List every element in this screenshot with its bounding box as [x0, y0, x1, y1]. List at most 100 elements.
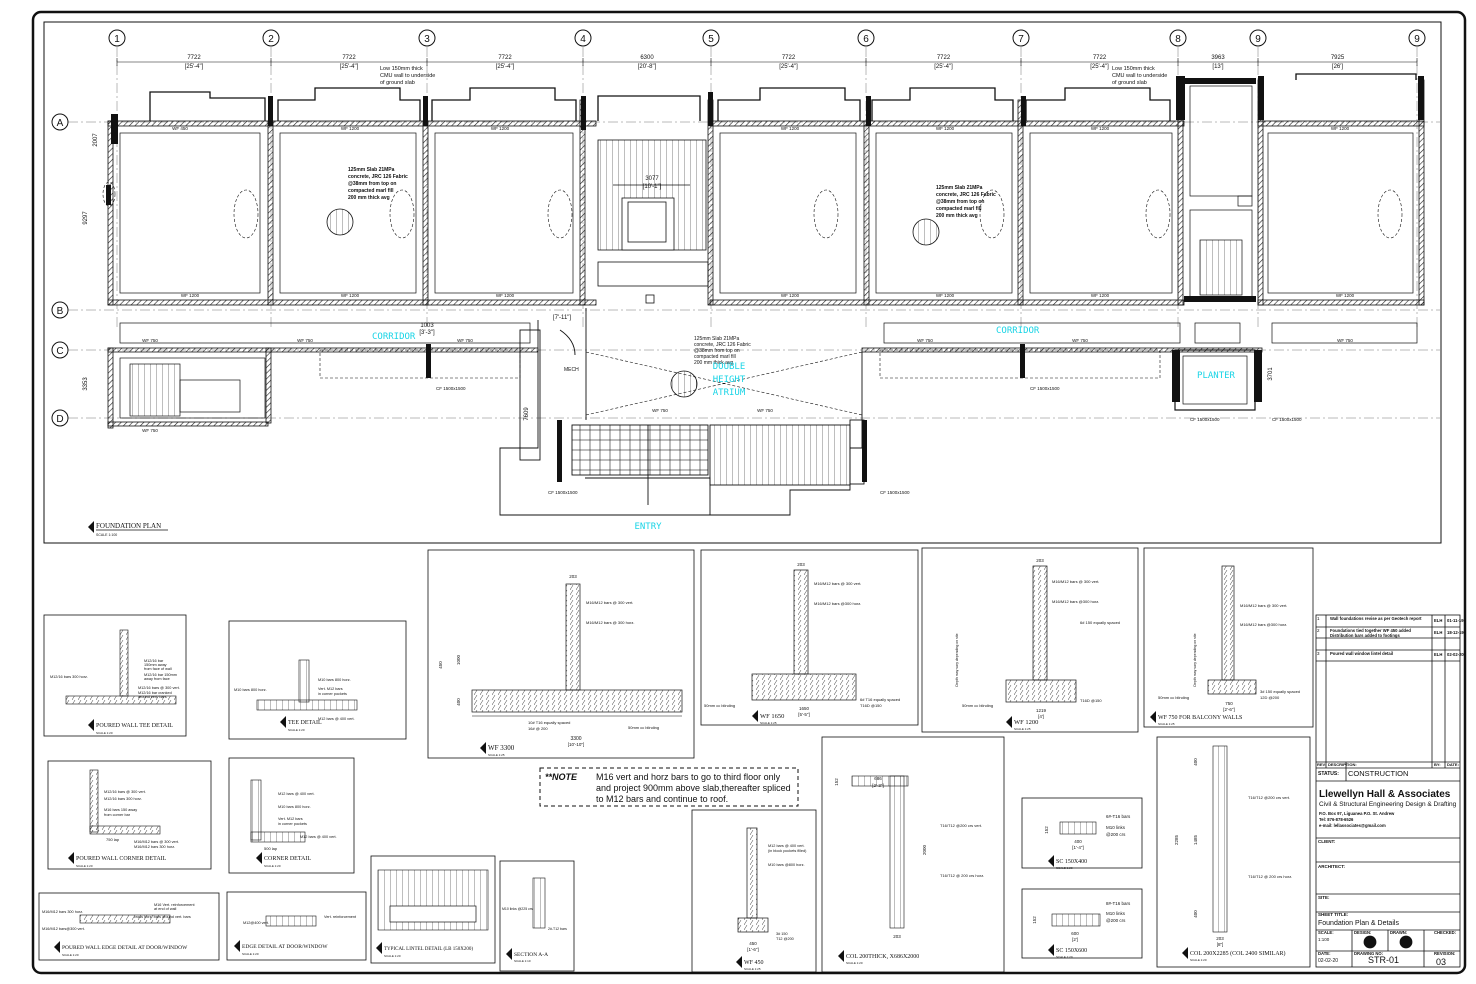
- svg-text:M12/16 bars @ 300 vert.: M12/16 bars @ 300 vert.: [104, 790, 146, 794]
- rev-by: ELH: [1434, 652, 1443, 657]
- dim-left-a: 2007: [93, 133, 99, 147]
- svg-text:400: 400: [1074, 839, 1082, 844]
- wf-label: WF 750: [757, 408, 773, 413]
- span-dim-ft: [25'-4"]: [185, 64, 204, 70]
- svg-text:WF 1650: WF 1650: [760, 713, 784, 720]
- svg-text:M16/M12 bars @300 horz.: M16/M12 bars @300 horz.: [1240, 622, 1287, 627]
- client-label: CLIENT:: [1318, 839, 1336, 844]
- plan-title-text: FOUNDATION PLAN: [96, 522, 161, 530]
- corridor-label-left: CORRIDOR: [372, 332, 416, 342]
- svg-text:Vert. M12 bars: Vert. M12 bars: [318, 687, 343, 691]
- svg-text:T16/T12 @200 crs vert.: T16/T12 @200 crs vert.: [940, 823, 982, 828]
- drawing-no: STR-01: [1368, 955, 1400, 965]
- rev-desc: Foundations tied together WF 450 added D…: [1330, 628, 1411, 638]
- rev-desc: Poured wall window lintel detail: [1330, 651, 1394, 656]
- detail-col-200x2285: T16/T12 @200 crs vert.T16/T12 @ 200 crs …: [1156, 736, 1311, 968]
- span-dim-ft: [25'-4"]: [1090, 64, 1109, 70]
- dim-left-b: 9297: [83, 211, 89, 225]
- wf-label: WF 1200: [491, 126, 510, 131]
- grid-bubble-row: [51, 113, 69, 131]
- firm-subtitle: Civil & Structural Engineering Design & …: [1319, 801, 1457, 808]
- svg-text:cross horz. bars around vert.: cross horz. bars around vert. bars: [134, 915, 191, 919]
- wf-label: WF 1200: [781, 293, 800, 298]
- svg-text:T16/T12 @200 crs vert.: T16/T12 @200 crs vert.: [1248, 795, 1290, 800]
- sheet-border: [31, 10, 1467, 975]
- detail-wf750: M16/M12 bars @ 300 vert.M16/M12 bars @30…: [1143, 547, 1314, 728]
- span-dim-mm: 7722: [187, 55, 201, 61]
- firm-email: e-mail: lellassociates@gmail.com: [1319, 823, 1386, 828]
- svg-text:M10 links: M10 links: [1106, 825, 1126, 830]
- wf-label: WF 1200: [341, 126, 360, 131]
- svg-text:M10 bars 800 horz.: M10 bars 800 horz.: [318, 678, 351, 682]
- grid-bubble-row: [51, 301, 69, 319]
- span-dim-mm: 3963: [1211, 55, 1225, 61]
- dim-atrium: 7609: [524, 407, 530, 421]
- span-dim-mm: 7722: [498, 55, 512, 61]
- svg-text:@200 crs: @200 crs: [1106, 918, 1126, 923]
- svg-text:SCALE 1:20: SCALE 1:20: [384, 954, 401, 958]
- svg-text:203: 203: [569, 574, 577, 579]
- plan-frame: [43, 21, 1442, 544]
- svg-text:152: 152: [1044, 826, 1049, 834]
- svg-text:1485: 1485: [1193, 834, 1198, 845]
- svg-text:203: 203: [1036, 558, 1044, 563]
- cf-label: CF 1500x1500: [1030, 386, 1060, 391]
- svg-text:12D @200: 12D @200: [1260, 695, 1280, 700]
- svg-text:SCALE 1:25: SCALE 1:25: [488, 753, 505, 757]
- svg-text:M16/M12 bars @ 300 vert.: M16/M12 bars @ 300 vert.: [814, 581, 861, 586]
- span-dim-mm: 7722: [342, 55, 356, 61]
- note-label: **NOTE: [545, 772, 578, 782]
- svg-text:POURED WALL CORNER DETAIL: POURED WALL CORNER DETAIL: [76, 856, 167, 862]
- rev-date: 02-02-20: [1447, 652, 1464, 657]
- design-label: DESIGN:: [1354, 930, 1372, 935]
- span-dim-ft: [20'-8"]: [638, 64, 657, 70]
- svg-text:152: 152: [834, 778, 839, 786]
- span-dim-ft: [25'-4"]: [779, 64, 798, 70]
- svg-text:SCALE 1:20: SCALE 1:20: [1190, 958, 1207, 962]
- svg-text:T16/T12 @ 200 crs horz.: T16/T12 @ 200 crs horz.: [940, 873, 984, 878]
- svg-text:around vert. bars: around vert. bars: [138, 695, 167, 699]
- svg-text:M10 links @225 crs: M10 links @225 crs: [502, 907, 533, 911]
- rev-no: 1: [1317, 616, 1320, 621]
- svg-text:M16/M12 bars@300 vert.: M16/M12 bars@300 vert.: [42, 927, 85, 931]
- svg-text:Vert. M12 bars: Vert. M12 bars: [278, 817, 303, 821]
- corridor-label-right: CORRIDOR: [996, 326, 1040, 336]
- svg-text:203: 203: [1216, 936, 1224, 941]
- span-dim-mm: 7722: [937, 55, 951, 61]
- svg-text:203: 203: [893, 934, 901, 939]
- detail-poured-wall-edge: M16/M12 bars 300 horz.M16 Vert. reinforc…: [38, 892, 220, 961]
- grid-bubble-label: 8: [1175, 34, 1181, 45]
- svg-text:M16/M12 bars 300 horz.: M16/M12 bars 300 horz.: [42, 910, 83, 914]
- svg-text:M12/16 bar cranked: M12/16 bar cranked: [138, 691, 172, 695]
- svg-text:[1'-6"]: [1'-6"]: [747, 947, 758, 952]
- svg-text:M12/16 bars 300 horz.: M12/16 bars 300 horz.: [50, 675, 88, 679]
- rev-no: 2: [1317, 628, 1320, 633]
- revision-value: 03: [1436, 957, 1447, 967]
- grid-bubble-label: 3: [424, 34, 430, 45]
- detail-wf1650: M16/M12 bars @ 300 vert.M16/M12 bars @30…: [700, 549, 919, 726]
- plan-title: FOUNDATION PLAN SCALE 1:100: [88, 521, 168, 537]
- title-block: [1315, 614, 1461, 968]
- grid-bubble-label: 4: [580, 34, 586, 45]
- span-dim-mm: 7722: [1093, 55, 1107, 61]
- svg-text:M10 bars @800 horz.: M10 bars @800 horz.: [768, 863, 805, 867]
- grid-bubble-col: [1249, 29, 1267, 47]
- wf-label: WF 1200: [936, 126, 955, 131]
- span-dim-ft: [26']: [1332, 64, 1343, 70]
- detail-poured-wall-corner: M12/16 bars @ 300 vert.M12/16 bars 300 h…: [47, 760, 212, 870]
- svg-text:750: 750: [1225, 701, 1233, 706]
- svg-text:M12 bars @ 400 vert.: M12 bars @ 400 vert.: [768, 844, 805, 848]
- drawing-no-label: DRAWING NO:: [1354, 951, 1384, 956]
- svg-text:150mm away: 150mm away: [144, 663, 167, 667]
- svg-text:600: 600: [1071, 931, 1079, 936]
- grid-bubble-col: [262, 29, 280, 47]
- date-header: DATE:: [1447, 762, 1459, 767]
- rev-date: 18-12-19: [1447, 630, 1464, 635]
- wf-label: WF 750: [457, 338, 473, 343]
- svg-text:8#-T16 bars: 8#-T16 bars: [1106, 901, 1131, 906]
